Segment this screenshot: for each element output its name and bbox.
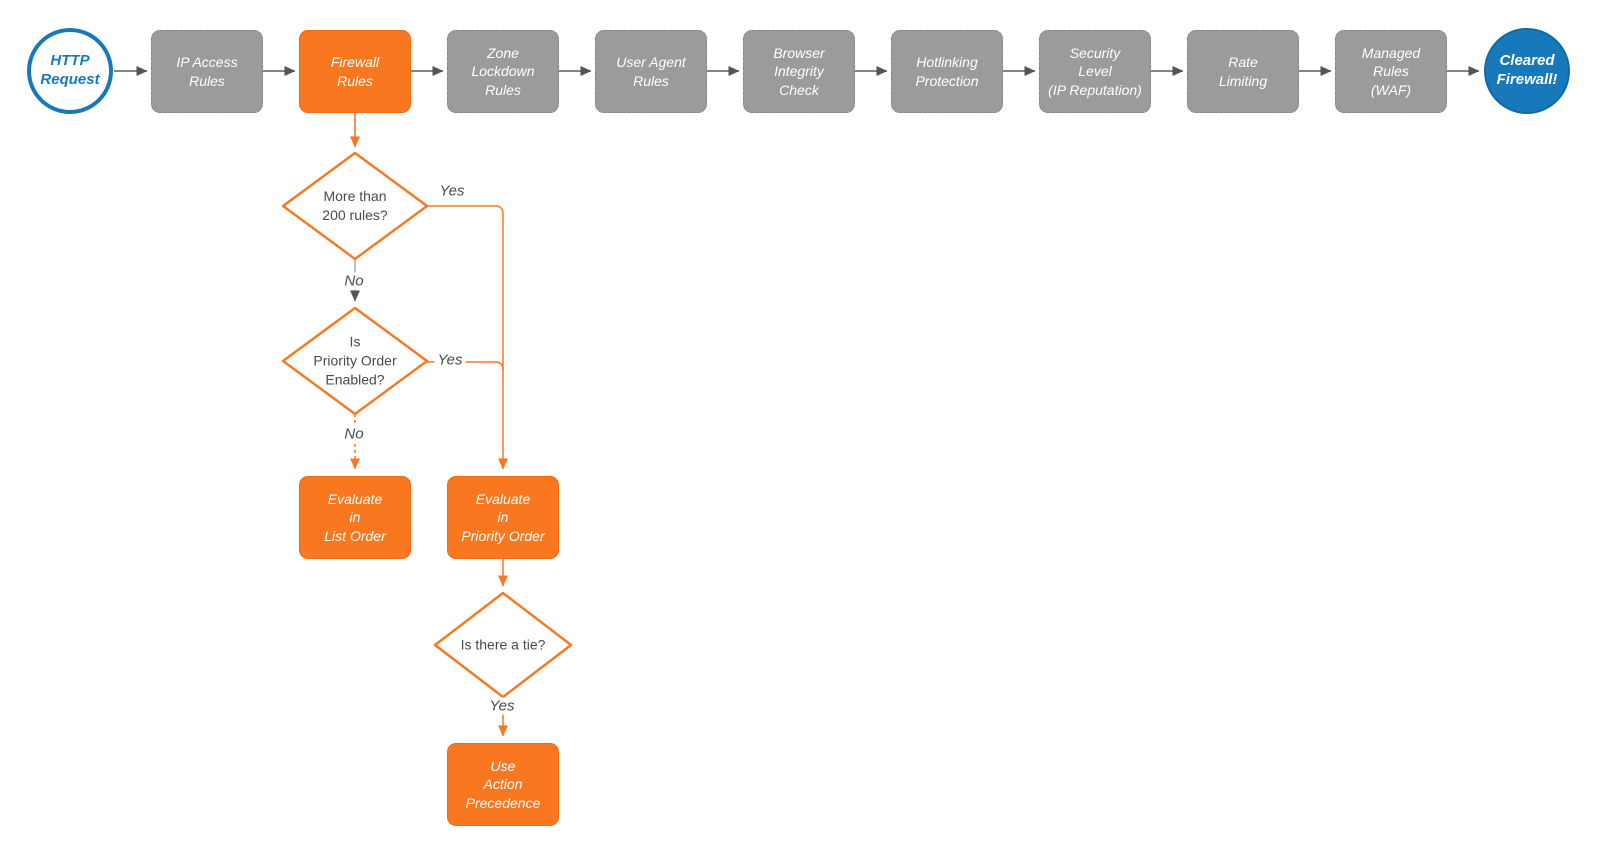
node-browser-integrity-check: Browser Integrity Check: [743, 30, 855, 113]
decision-diamond-more-than-200: [281, 151, 429, 261]
edge-label-tie-yes: Yes: [486, 697, 518, 715]
decision-diamond-priority-enabled: [281, 306, 429, 416]
decision-diamond-is-there-a-tie: [433, 591, 573, 699]
node-managed-rules-waf: Managed Rules (WAF): [1335, 30, 1447, 113]
edge-priority-yes-join: [427, 361, 504, 371]
node-user-agent-rules: User Agent Rules: [595, 30, 707, 113]
decision-label-priority-enabled: Is Priority Order Enabled?: [313, 333, 397, 388]
node-evaluate-in-priority-order: Evaluate in Priority Order: [447, 476, 559, 559]
edge-200-yes-to-priority-order: [427, 205, 508, 470]
node-evaluate-in-list-order: Evaluate in List Order: [299, 476, 411, 559]
node-rate-limiting: Rate Limiting: [1187, 30, 1299, 113]
decision-label-more-than-200: More than 200 rules?: [322, 188, 388, 223]
edge-label-priority-yes: Yes: [434, 351, 466, 369]
node-firewall-rules: Firewall Rules: [299, 30, 411, 113]
decision-label-is-there-a-tie: Is there a tie?: [460, 636, 546, 653]
node-use-action-precedence: Use Action Precedence: [447, 743, 559, 826]
edge-label-200-no: No: [341, 272, 367, 290]
edge-label-200-yes: Yes: [436, 182, 468, 200]
node-security-level: Security Level (IP Reputation): [1039, 30, 1151, 113]
edge-label-priority-no: No: [341, 425, 367, 443]
end-node-cleared-firewall: Cleared Firewall!: [1484, 28, 1570, 114]
node-hotlinking-protection: Hotlinking Protection: [891, 30, 1003, 113]
start-node-http-request: HTTP Request: [27, 28, 113, 114]
node-ip-access-rules: IP Access Rules: [151, 30, 263, 113]
node-zone-lockdown-rules: Zone Lockdown Rules: [447, 30, 559, 113]
